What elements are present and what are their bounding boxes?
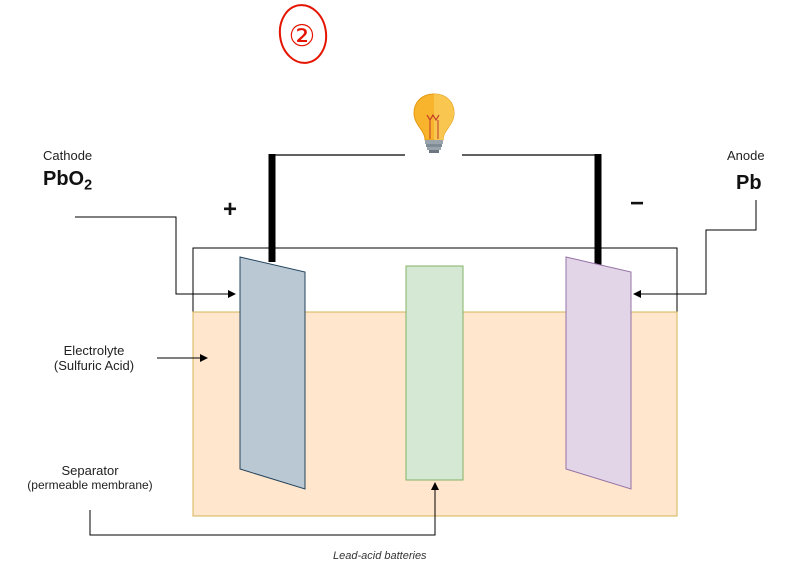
anode-formula: Pb [736, 172, 762, 194]
cathode-formula: PbO2 [43, 168, 92, 193]
separator-label-line2: (permeable membrane) [27, 478, 153, 492]
anode-label: Anode [727, 148, 765, 163]
diagram-caption: Lead-acid batteries [333, 550, 427, 562]
anode-plate [565, 256, 632, 490]
separator-label: Separator (permeable membrane) [10, 463, 170, 492]
positive-sign: + [223, 196, 238, 223]
negative-sign: − [630, 190, 645, 217]
electrolyte-label-line2: (Sulfuric Acid) [53, 358, 135, 373]
cathode-pointer-arrow [75, 216, 236, 298]
anode-pointer-arrow [633, 200, 757, 298]
cathode-formula-subscript: 2 [84, 177, 93, 194]
lightbulb-icon [413, 93, 455, 153]
separator-plate [405, 265, 464, 481]
cathode-label: Cathode [43, 148, 93, 163]
electrolyte-label-line1: Electrolyte [63, 343, 125, 358]
electrolyte-label: Electrolyte (Sulfuric Acid) [34, 343, 154, 373]
annotation-number: ② [289, 19, 316, 54]
separator-pointer-arrow [89, 482, 439, 536]
cathode-formula-main: PbO [43, 168, 85, 190]
cathode-plate [239, 256, 306, 490]
handwritten-annotation: ② [278, 4, 328, 64]
separator-label-line1: Separator [61, 463, 119, 478]
